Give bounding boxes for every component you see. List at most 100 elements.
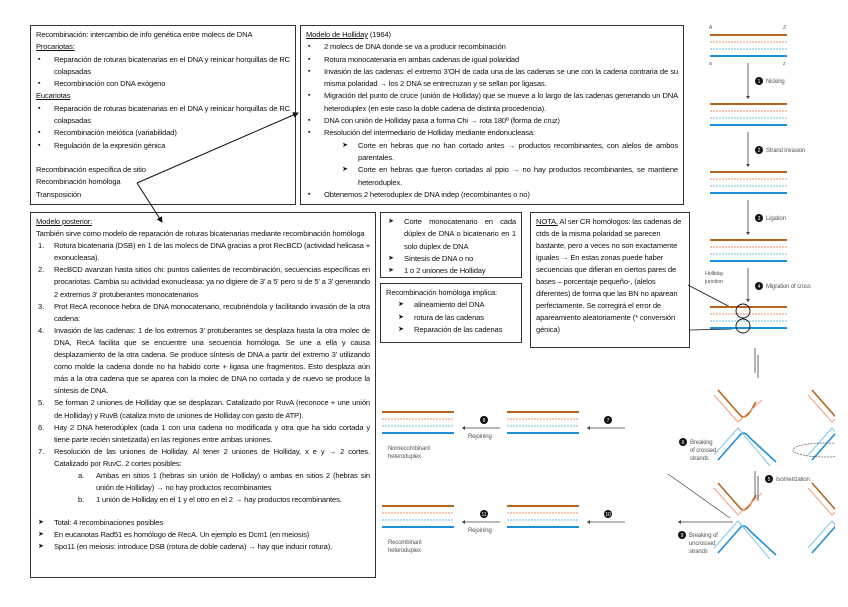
implies-box: Recombinación homóloga implica: alineami… bbox=[380, 283, 522, 343]
substep-item: a.Ambas en sitios 1 (hebras sin unión de… bbox=[36, 470, 370, 494]
arrowhead-icon bbox=[746, 299, 750, 302]
figure-label: Recombinant bbox=[388, 540, 422, 546]
step-number: 4 bbox=[758, 284, 761, 290]
list-item: Recombinación meiótica (variabilidad) bbox=[36, 127, 290, 140]
note-item: Total: 4 recombinaciones posibles bbox=[36, 517, 370, 529]
list-item: Invasión de las cadenas: el extremo 3'OH… bbox=[306, 66, 678, 91]
substep-letter: a. bbox=[78, 470, 85, 480]
step-badge-icon bbox=[480, 510, 488, 518]
step-badge-icon bbox=[755, 282, 763, 290]
arrow-to-holliday bbox=[136, 112, 299, 184]
list-item: 1 o 2 uniones de Holliday bbox=[386, 265, 516, 278]
arrowhead-icon bbox=[587, 520, 590, 524]
prokaryotes-label: Procariotas: bbox=[36, 42, 75, 52]
step-text: Invasión de las cadenas: 1 de los extrem… bbox=[54, 325, 370, 396]
sub-item: Corte en hebras que no han cortado antes… bbox=[306, 140, 678, 165]
step-number: 9 bbox=[681, 533, 684, 539]
step-number: 2. bbox=[38, 265, 45, 275]
type-homologous: Recombinación homóloga bbox=[36, 177, 121, 187]
arrowhead-icon bbox=[746, 96, 750, 99]
holliday-box: Modelo de Holliday (1964) 2 molecs de DN… bbox=[300, 25, 684, 205]
junction-circle bbox=[735, 318, 751, 334]
substep-item: b. 1 unión de Holliday en el 1 y el otro … bbox=[36, 494, 370, 506]
posterior-title: Modelo posterior: bbox=[36, 217, 93, 226]
dna-strand bbox=[807, 394, 835, 423]
end-label: a bbox=[709, 61, 712, 67]
end-label: z bbox=[783, 61, 786, 67]
step-badge-icon bbox=[678, 531, 686, 539]
intro-title: Recombinación: intercambio de info genét… bbox=[36, 30, 253, 39]
diagonal-arrow bbox=[667, 473, 731, 519]
step-text: Resolución de las uniones de Holliday. A… bbox=[54, 446, 370, 468]
step-badge-icon bbox=[604, 416, 612, 424]
step-number: 3 bbox=[758, 216, 761, 222]
dna-strand bbox=[807, 487, 835, 516]
step-item: 1. Rotura bicatenaria (DSB) en 1 de las m… bbox=[36, 240, 370, 264]
step-number: 5. bbox=[38, 398, 45, 408]
step-number: 8 bbox=[483, 418, 486, 424]
step-number: 10 bbox=[605, 512, 611, 518]
list-item: Corte monocatenario en cada dúplex de DN… bbox=[386, 216, 516, 253]
step-label: Nicking bbox=[766, 79, 785, 85]
eukaryotes-label: Eucariotas bbox=[36, 91, 71, 101]
step-badge-icon bbox=[755, 214, 763, 222]
arrowhead-icon bbox=[746, 164, 750, 167]
rotation-arrow-icon bbox=[792, 442, 835, 458]
step-number: 1 bbox=[758, 79, 761, 85]
dna-strand bbox=[717, 525, 777, 556]
step-item: 6.Hay 2 DNA heterodúplex (cada 1 con una… bbox=[36, 422, 370, 446]
substep-text: 1 unión de Holliday en el 1 y el otro en… bbox=[96, 495, 342, 505]
figure-label: uncrossed bbox=[689, 541, 715, 547]
list-item: Obtenemos 2 heteroduplex de DNA indep (r… bbox=[306, 189, 678, 202]
step-text: Rotura bicatenaria (DSB) en 1 de las mol… bbox=[54, 241, 370, 263]
junction-label: junction bbox=[704, 279, 723, 285]
step-number: 5 bbox=[768, 477, 771, 483]
arrowhead-icon bbox=[462, 426, 465, 430]
end-label: Z bbox=[783, 25, 786, 31]
junction-label: Holliday bbox=[705, 271, 724, 277]
step-item: 7.Resolución de las uniones de Holliday.… bbox=[36, 446, 370, 470]
step-label: Ligation bbox=[766, 216, 786, 222]
figure-label: strands bbox=[690, 456, 709, 462]
type-site-specific: Recombinación específica de sitio bbox=[36, 164, 146, 174]
pointer-line bbox=[687, 284, 733, 309]
step-text: Prot RecA reconoce hebra de DNA monocate… bbox=[54, 301, 370, 323]
list-item: DNA con unión de Holliday pasa a forma C… bbox=[306, 115, 678, 128]
figure-label: of crossed bbox=[690, 448, 716, 454]
figure-label: strands bbox=[689, 549, 708, 555]
step-number: 1. bbox=[38, 241, 45, 251]
list-item: alineamiento del DNA bbox=[386, 299, 516, 312]
step-text: RecBCD avanzan hasta sitios chi: puntos … bbox=[54, 265, 371, 299]
dna-strand bbox=[717, 482, 757, 511]
step-badge-icon bbox=[679, 438, 687, 446]
list-item: Resolución del intermediario de Holliday… bbox=[306, 127, 678, 140]
substep-letter: b. bbox=[78, 495, 85, 505]
step-number: 2 bbox=[758, 148, 761, 154]
dna-strand bbox=[811, 482, 835, 510]
dna-strand bbox=[717, 432, 777, 463]
list-item: Síntesis de DNA o no bbox=[386, 253, 516, 266]
list-item: 2 molecs de DNA donde se va a producir r… bbox=[306, 41, 678, 54]
list-item: Reparación de las cadenas bbox=[386, 324, 516, 337]
arrowhead-icon bbox=[587, 426, 590, 430]
type-transposition: Transposición bbox=[36, 189, 82, 199]
step-number: 6 bbox=[682, 440, 685, 446]
arrowhead-icon bbox=[678, 520, 681, 524]
list-item: Reparación de roturas bicatenarias en el… bbox=[36, 54, 290, 79]
dna-strand bbox=[713, 427, 771, 467]
junction-circle bbox=[735, 303, 751, 319]
figure-label: Rejoining bbox=[468, 434, 492, 440]
posterior-model-box: Modelo posterior: También sirve como mod… bbox=[30, 212, 376, 578]
pointer-line bbox=[689, 328, 733, 331]
step-item: 5. Se forman 2 uniones de Holliday que se… bbox=[36, 397, 370, 421]
step-number: 7 bbox=[607, 418, 610, 424]
arrowhead-icon bbox=[746, 232, 750, 235]
list-item: Reparación de roturas bicatenarias en el… bbox=[36, 103, 290, 128]
step-text: Se forman 2 uniones de Holliday que se d… bbox=[54, 398, 370, 420]
differences-box: Corte monocatenario en cada dúplex de DN… bbox=[380, 212, 522, 278]
dna-strand bbox=[713, 520, 771, 560]
step-badge-icon bbox=[765, 475, 773, 483]
posterior-intro: También sirve como modelo de reparación … bbox=[36, 229, 365, 239]
note-item: Spo11 (en meiosis: introduce DSB (rotura… bbox=[36, 541, 370, 553]
